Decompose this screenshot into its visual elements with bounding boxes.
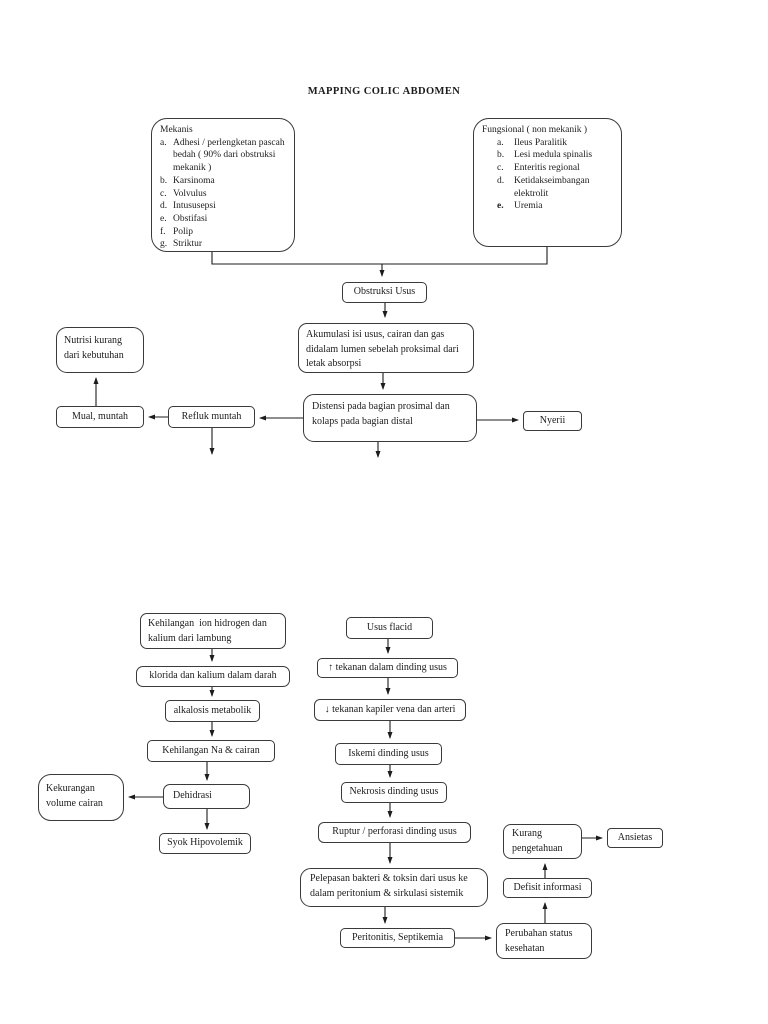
list-item: e.Uremia [497,201,543,212]
node-refluk-muntah: Refluk muntah [168,406,255,428]
node-nyeri: Nyerii [523,411,582,431]
node-tekanan-turun: ↓ tekanan kapiler vena dan arteri [314,699,466,721]
list-item: b.Karsinoma [160,175,215,186]
node-dehidrasi: Dehidrasi [163,784,250,809]
node-pelepasan-bakteri: Pelepasan bakteri & toksin dari usus ke … [300,868,488,907]
mekanis-title: Mekanis [160,125,193,135]
fungsional-box: Fungsional ( non mekanik ) a.Ileus Paral… [473,118,622,247]
node-ansietas: Ansietas [607,828,663,848]
node-nutrisi-kurang: Nutrisi kurang dari kebutuhan [56,327,144,373]
node-perubahan-status: Perubahan status kesehatan [496,923,592,959]
node-kekurangan-volume: Kekurangan volume cairan [38,774,124,821]
mekanis-box: Mekanis a.Adhesi / perlengketan pascah b… [151,118,295,252]
list-item: d.Ketidakseimbangan elektrolit [497,175,590,199]
list-item: c.Enteritis regional [497,163,580,174]
node-distensi: Distensi pada bagian prosimal dan kolaps… [303,394,477,442]
list-item: f.Polip [160,226,194,237]
node-ruptur-perforasi: Ruptur / perforasi dinding usus [318,822,471,843]
list-item: e.Obstifasi [160,213,208,224]
node-kehilangan-ion: Kehilangan ion hidrogen dan kalium dari … [140,613,286,649]
node-klorida: klorida dan kalium dalam darah [136,666,290,687]
list-item: c.Volvulus [160,188,207,199]
fungsional-title: Fungsional ( non mekanik ) [482,125,588,135]
page-title: MAPPING COLIC ABDOMEN [307,86,461,97]
node-syok-hipovolemik: Syok Hipovolemik [159,833,251,854]
node-akumulasi: Akumulasi isi usus, cairan dan gas didal… [298,323,474,373]
list-item: b.Lesi medula spinalis [497,150,593,161]
list-item: a.Adhesi / perlengketan pascah bedah ( 9… [160,137,285,174]
node-peritonitis: Peritonitis, Septikemia [340,928,455,948]
node-tekanan-naik: ↑ tekanan dalam dinding usus [317,658,458,678]
node-obstruksi-usus: Obstruksi Usus [342,282,427,303]
list-item: g.Striktur [160,239,203,250]
node-iskemi: Iskemi dinding usus [335,743,442,765]
node-usus-flacid: Usus flacid [346,617,433,639]
list-item: a.Ileus Paralitik [497,137,568,148]
node-mual-muntah: Mual, muntah [56,406,144,428]
node-kurang-pengetahuan: Kurang pengetahuan [503,824,582,859]
list-item: d.Intususepsi [160,201,216,212]
node-kehilangan-na: Kehilangan Na & cairan [147,740,275,762]
node-alkalosis: alkalosis metabolik [165,700,260,722]
node-defisit-informasi: Defisit informasi [503,878,592,898]
node-nekrosis: Nekrosis dinding usus [341,782,447,803]
